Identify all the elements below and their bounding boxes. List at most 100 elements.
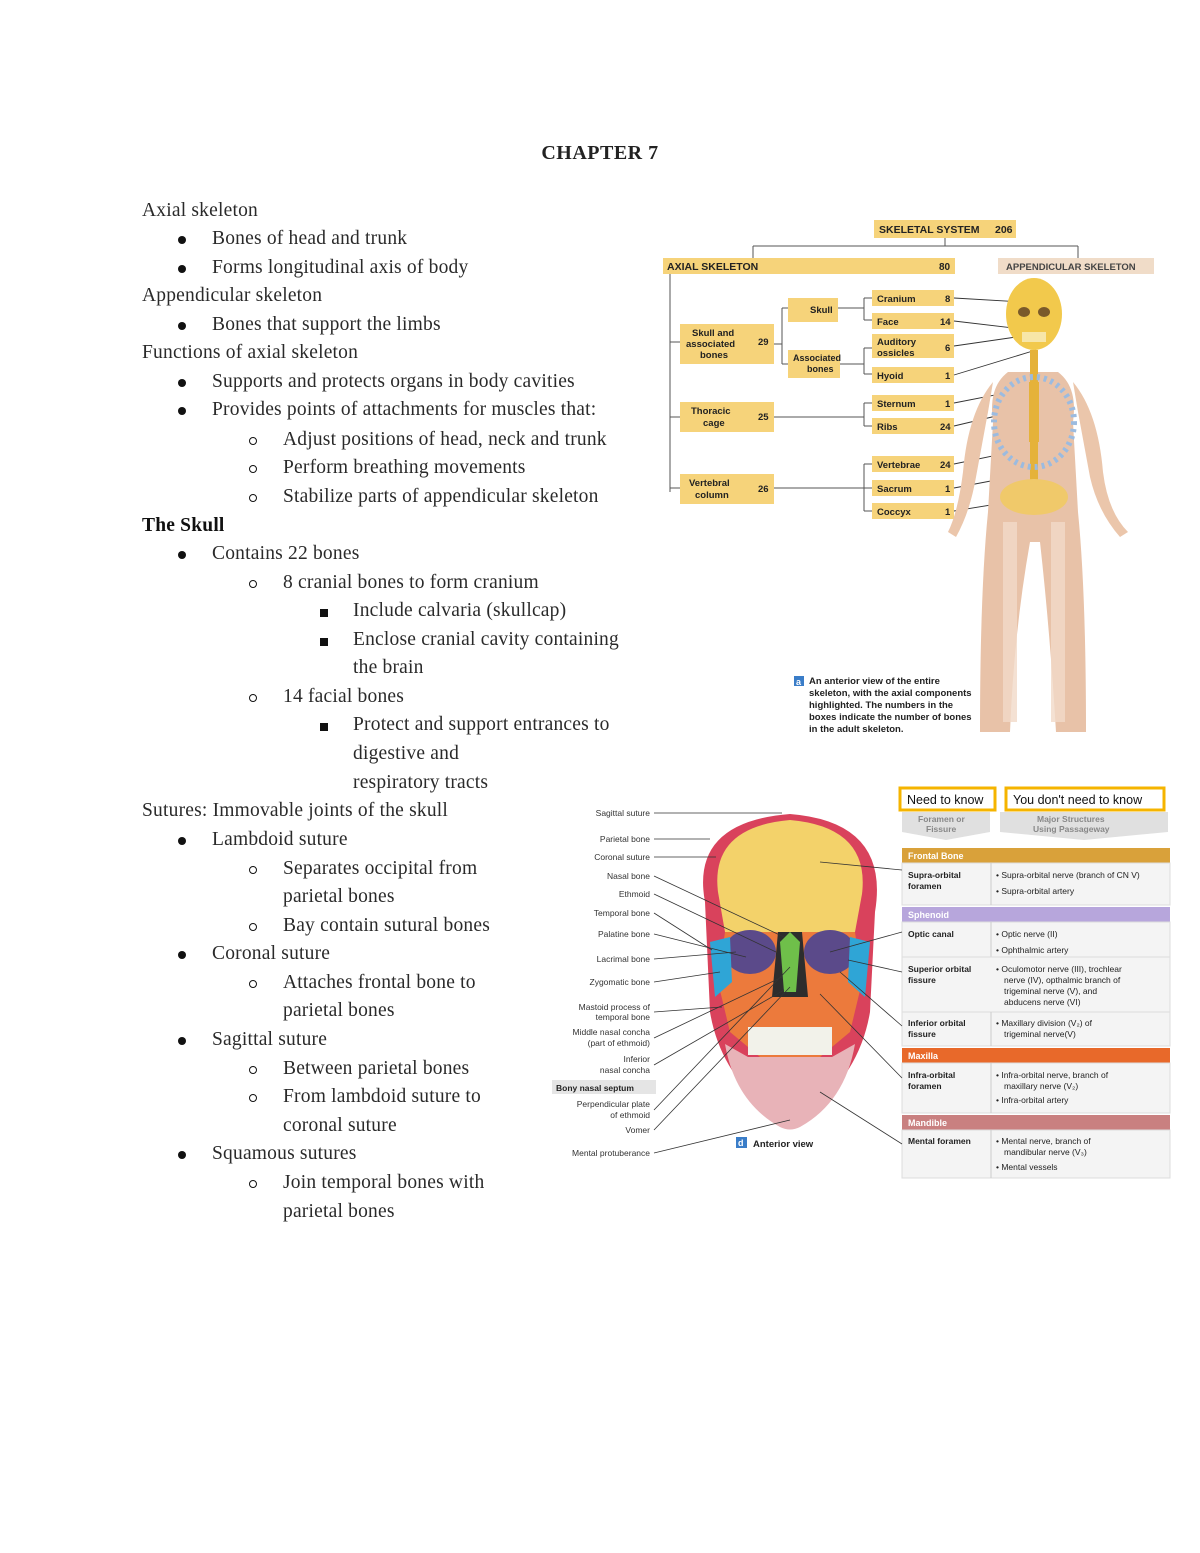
circle-bullet-icon — [249, 923, 257, 931]
figure-label: a — [796, 677, 802, 687]
axial-skeleton-label: AXIAL SKELETON — [667, 261, 758, 273]
table-cell: • Mental vessels — [996, 1162, 1058, 1172]
hyoid-label: Hyoid — [877, 371, 904, 382]
note-line: the brain — [353, 657, 424, 678]
cranium-label: Cranium — [877, 294, 916, 305]
table-cell: trigeminal nerve (V), and — [1004, 986, 1097, 996]
cranium-count: 8 — [945, 294, 950, 305]
circle-bullet-icon — [249, 1094, 257, 1102]
skull-label: Ethmoid — [619, 889, 650, 899]
associated-bones-label: bones — [807, 364, 834, 374]
table-cell: • Ophthalmic artery — [996, 945, 1069, 955]
note-line: 14 facial bones — [283, 686, 405, 707]
bullet-icon — [178, 1037, 186, 1045]
figure-caption: An anterior view of the entire — [809, 676, 940, 687]
note-line: Attaches frontal bone to — [283, 972, 476, 993]
skeletal-system-figure: SKELETAL SYSTEM 206 AXIAL SKELETON 80 AP… — [658, 212, 1158, 740]
circle-bullet-icon — [249, 1066, 257, 1074]
sternum-label: Sternum — [877, 399, 916, 410]
skull-label: Zygomatic bone — [590, 977, 651, 987]
vertebrae-label: Vertebrae — [877, 460, 920, 471]
note-line: Separates occipital from — [283, 858, 478, 879]
thoracic-count: 25 — [758, 412, 769, 423]
skull-label: Nasal bone — [607, 871, 650, 881]
table-cell: Mental foramen — [908, 1136, 971, 1146]
bullet-icon — [178, 236, 186, 244]
skull-labels: Sagittal suture Parietal bone Coronal su… — [552, 808, 791, 1158]
skull-label: of ethmoid — [610, 1110, 650, 1120]
face-label: Face — [877, 317, 899, 328]
coccyx-count: 1 — [945, 507, 951, 518]
note-line: parietal bones — [283, 1000, 395, 1021]
table-cell: maxillary nerve (V₂) — [1004, 1081, 1078, 1091]
note-line: Lambdoid suture — [212, 829, 348, 850]
note-line: Protect and support entrances to — [353, 714, 610, 735]
figure-caption: in the adult skeleton. — [809, 724, 904, 735]
need-to-know-box — [898, 786, 997, 812]
appendicular-skeleton-label: APPENDICULAR SKELETON — [1006, 262, 1136, 273]
note-line: Provides points of attachments for muscl… — [212, 399, 597, 420]
foramen-table: Frontal Bone Supra-orbital foramen • Sup… — [901, 848, 1171, 1179]
skull-label: Sagittal suture — [596, 808, 651, 818]
note-line: parietal bones — [283, 886, 395, 907]
column-header: Fissure — [926, 824, 957, 834]
note-line: Join temporal bones with — [283, 1172, 485, 1193]
note-line: Sagittal suture — [212, 1029, 328, 1050]
vertebral-label: Vertebral — [689, 478, 730, 489]
bullet-icon — [178, 265, 186, 273]
skull-label: Perpendicular plate — [577, 1099, 651, 1109]
table-section-sphenoid: Sphenoid — [908, 910, 949, 920]
table-cell: • Maxillary division (V₂) of — [996, 1018, 1093, 1028]
note-line: Include calvaria (skullcap) — [353, 600, 567, 621]
skeletal-system-box — [874, 220, 1016, 238]
note-line: Bones that support the limbs — [212, 314, 441, 335]
table-cell: Optic canal — [908, 929, 954, 939]
circle-bullet-icon — [249, 494, 257, 502]
skull-label: Palatine bone — [598, 929, 650, 939]
face-count: 14 — [940, 317, 951, 328]
column-header: Foramen or — [918, 814, 965, 824]
skull-label: Vomer — [625, 1125, 650, 1135]
skull-label: (part of ethmoid) — [588, 1038, 651, 1048]
table-cell: • Infra-orbital nerve, branch of — [996, 1070, 1109, 1080]
table-cell: foramen — [908, 1081, 942, 1091]
bullet-icon — [178, 551, 186, 559]
table-cell: • Mental nerve, branch of — [996, 1136, 1091, 1146]
bullet-icon — [178, 379, 186, 387]
note-line: parietal bones — [283, 1201, 395, 1222]
circle-bullet-icon — [249, 866, 257, 874]
auditory-label: Auditory — [877, 337, 917, 348]
skull-label: Parietal bone — [600, 834, 650, 844]
note-line: coronal suture — [283, 1115, 397, 1136]
bullet-icon — [178, 1151, 186, 1159]
note-line: Adjust positions of head, neck and trunk — [283, 429, 607, 450]
note-line: Forms longitudinal axis of body — [212, 257, 469, 278]
bullet-icon — [178, 407, 186, 415]
note-line: Stabilize parts of appendicular skeleton — [283, 486, 599, 507]
note-line: Between parietal bones — [283, 1058, 470, 1079]
skull-associated-count: 29 — [758, 337, 769, 348]
note-appendicular-skeleton: Appendicular skeleton — [142, 285, 323, 306]
skull-label: Skull — [810, 305, 833, 316]
table-cell: • Infra-orbital artery — [996, 1095, 1069, 1105]
note-line: Contains 22 bones — [212, 543, 360, 564]
table-cell: • Supra-orbital artery — [996, 886, 1075, 896]
table-cell: • Oculomotor nerve (III), trochlear — [996, 964, 1122, 974]
skull-label: Mental protuberance — [572, 1148, 650, 1158]
need-to-know-label: Need to know — [907, 793, 984, 807]
note-line: Bay contain sutural bones — [283, 915, 490, 936]
skull-associated-label: associated — [686, 339, 735, 350]
table-section-frontal: Frontal Bone — [908, 851, 964, 861]
note-line: Squamous sutures — [212, 1143, 357, 1164]
view-caption: Anterior view — [753, 1139, 814, 1150]
table-cell: fissure — [908, 975, 936, 985]
skeletal-system-count: 206 — [995, 224, 1013, 236]
skeletal-system-label: SKELETAL SYSTEM — [879, 224, 980, 236]
skull-label: temporal bone — [596, 1012, 651, 1022]
table-cell: fissure — [908, 1029, 936, 1039]
coccyx-label: Coccyx — [877, 507, 912, 518]
table-cell: trigeminal nerve(V) — [1004, 1029, 1076, 1039]
axial-skeleton-count: 80 — [939, 262, 951, 273]
sternum-count: 1 — [945, 399, 951, 410]
skull-label: Coronal suture — [594, 852, 650, 862]
